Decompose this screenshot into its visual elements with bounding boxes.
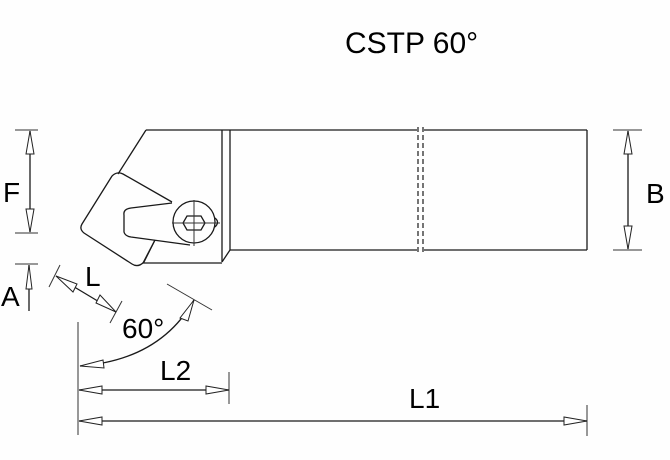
clamp-screw	[172, 200, 220, 246]
dimension-F: F	[3, 129, 38, 234]
cutting-insert	[80, 172, 173, 267]
label-F: F	[3, 177, 20, 208]
label-angle: 60°	[122, 313, 164, 344]
label-A: A	[1, 281, 20, 312]
diagram-title: CSTP 60°	[345, 27, 478, 60]
holder-head	[117, 129, 222, 264]
dimension-angle: 60°	[79, 283, 213, 369]
label-L2: L2	[160, 355, 191, 386]
shank	[146, 127, 588, 263]
label-B: B	[646, 178, 665, 209]
dimension-A: A	[1, 263, 38, 312]
dimension-L1: L1	[78, 383, 588, 436]
dimension-B: B	[613, 129, 665, 251]
clamp	[123, 202, 191, 246]
dimension-L: L	[48, 261, 123, 324]
label-L1: L1	[409, 383, 440, 414]
dimension-L2: L2	[77, 322, 230, 435]
label-L: L	[85, 261, 101, 292]
